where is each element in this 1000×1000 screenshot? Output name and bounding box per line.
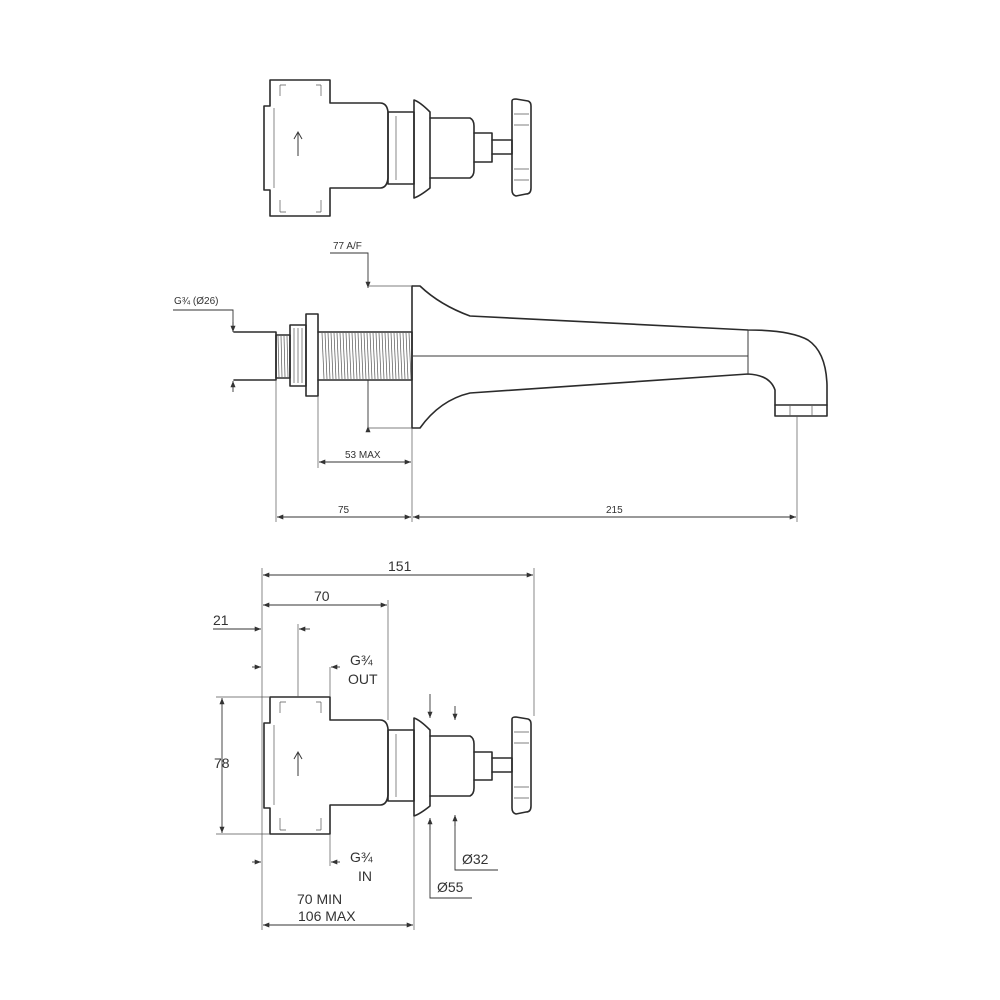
dimension-70-label: 70 — [314, 588, 330, 604]
thread-line — [357, 332, 361, 380]
thread-line — [402, 332, 406, 380]
thread-line — [396, 332, 400, 380]
valve-body — [263, 79, 389, 217]
outlet-thread-label: G¾ — [350, 652, 373, 668]
thread-line — [333, 332, 337, 380]
valve-body-bottom — [263, 696, 389, 835]
valve-bonnet-bottom — [387, 717, 493, 817]
thread-line — [393, 332, 397, 380]
inlet-label: IN — [358, 868, 372, 884]
thread-line — [372, 332, 376, 380]
thread-line — [280, 335, 283, 378]
max-dimension-label: 53 MAX — [345, 450, 381, 461]
thread-line — [324, 332, 328, 380]
thread-line — [387, 332, 391, 380]
diameter-55-label: Ø55 — [437, 879, 464, 895]
thread-line — [351, 332, 355, 380]
thread-line — [369, 332, 373, 380]
thread-line — [330, 332, 334, 380]
thread-line — [283, 335, 286, 378]
dimension-75-label: 75 — [338, 505, 350, 516]
thread-line — [321, 332, 325, 380]
inlet-thread-label: G¾ — [350, 849, 373, 865]
thread-hatching — [277, 332, 412, 380]
top-valve-view — [263, 79, 532, 217]
dimension-215-label: 215 — [606, 505, 623, 516]
thread-line — [405, 332, 409, 380]
thread-line — [384, 332, 388, 380]
thread-line — [348, 332, 352, 380]
thread-line — [378, 332, 382, 380]
thread-line — [366, 332, 370, 380]
thread-line — [336, 332, 340, 380]
thread-line — [277, 335, 280, 378]
dimension-151-label: 151 — [388, 558, 412, 574]
dimension-78-label: 78 — [214, 755, 230, 771]
diameter-32-label: Ø32 — [462, 851, 489, 867]
dimension-21-label: 21 — [213, 612, 229, 628]
plan-dimensions: 151 70 21 G¾ OUT 78 G¾ IN Ø32 — [213, 558, 535, 930]
thread-line — [286, 335, 289, 378]
af-dimension-label: 77 A/F — [333, 241, 362, 252]
side-dimensions: 77 A/F G¾ (Ø26) 53 MAX 75 215 — [173, 241, 798, 522]
thread-size-label: G¾ (Ø26) — [174, 296, 218, 307]
thread-line — [399, 332, 403, 380]
valve-bonnet — [387, 99, 493, 199]
spout-body — [411, 285, 828, 429]
thread-line — [339, 332, 343, 380]
bottom-valve-view — [263, 696, 532, 835]
thread-line — [327, 332, 331, 380]
thread-line — [408, 332, 412, 380]
thread-line — [342, 332, 346, 380]
side-spout-view — [233, 285, 828, 429]
thread-line — [345, 332, 349, 380]
thread-line — [390, 332, 394, 380]
thread-line — [381, 332, 385, 380]
thread-line — [363, 332, 367, 380]
thread-line — [354, 332, 358, 380]
cross-handle — [491, 98, 532, 197]
thread-line — [375, 332, 379, 380]
thread-line — [360, 332, 364, 380]
depth-min-label: 70 MIN — [297, 891, 342, 907]
outlet-label: OUT — [348, 671, 378, 687]
depth-max-label: 106 MAX — [298, 908, 356, 924]
cross-handle-bottom — [491, 716, 532, 815]
